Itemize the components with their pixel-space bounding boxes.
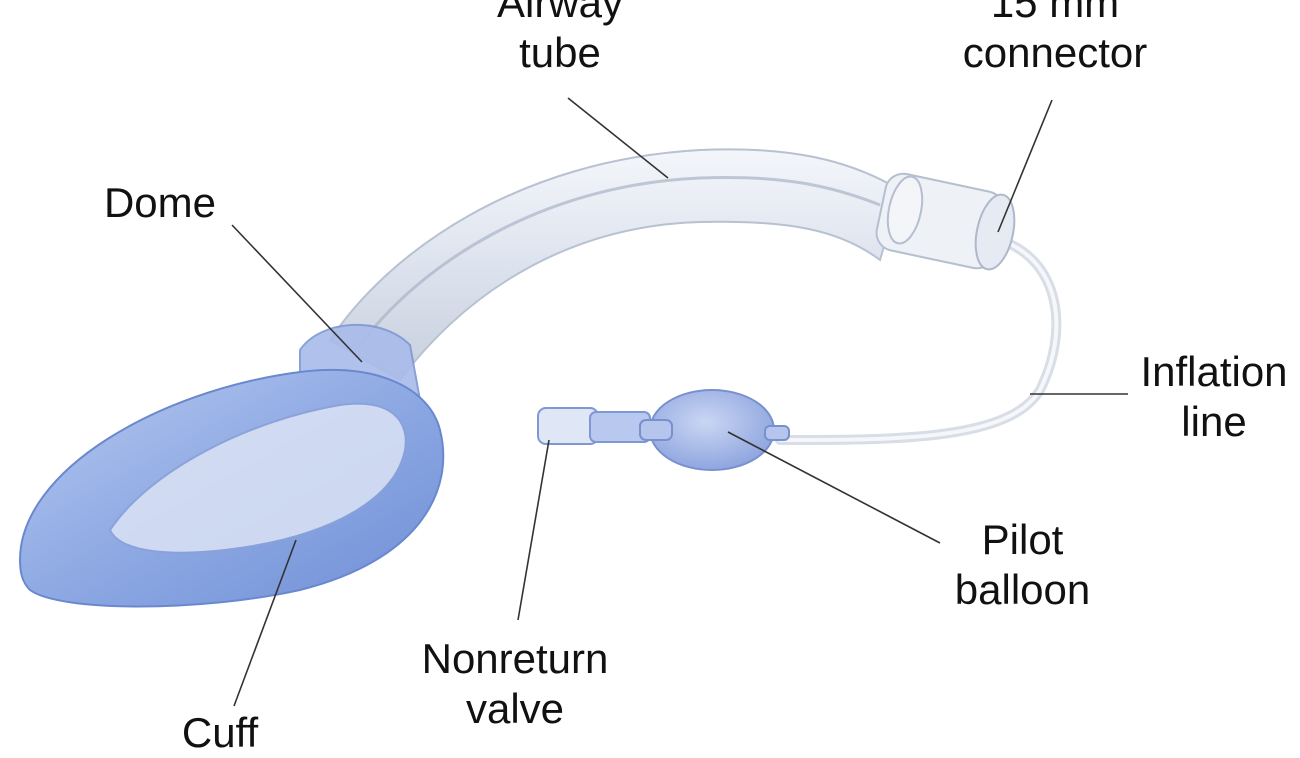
nonreturn-valve-shape xyxy=(537,407,651,445)
leader-line-dome xyxy=(231,224,363,363)
label-pilot-balloon: Pilot balloon xyxy=(940,515,1105,615)
airway-tube-stripe xyxy=(358,176,881,346)
label-airway-tube: Airway tube xyxy=(440,0,680,78)
cuff-inner-aperture xyxy=(108,402,407,554)
label-cuff-text: Cuff xyxy=(181,709,259,756)
label-pilot-balloon-line1: Pilot xyxy=(981,516,1064,563)
label-nonreturn-valve-line2: valve xyxy=(465,685,565,732)
label-connector-line2: connector xyxy=(962,29,1148,76)
label-inflation-line-line2: line xyxy=(1181,398,1247,445)
laryngeal-mask-airway-illustration xyxy=(18,97,1128,707)
label-connector: 15 mm connector xyxy=(930,0,1180,78)
label-airway-tube-line2: tube xyxy=(519,29,601,76)
label-nonreturn-valve: Nonreturn valve xyxy=(395,634,635,734)
label-inflation-line: Inflation line xyxy=(1130,347,1298,447)
label-pilot-balloon-line2: balloon xyxy=(954,566,1091,613)
label-dome: Dome xyxy=(90,178,230,228)
inflation-line-highlight xyxy=(778,238,1059,442)
inflation-line-tube xyxy=(775,235,1062,445)
label-connector-line1: 15 mm xyxy=(990,0,1120,26)
label-dome-text: Dome xyxy=(103,179,217,226)
leader-line-cuff xyxy=(233,539,297,707)
label-airway-tube-line1: Airway xyxy=(496,0,624,26)
pilot-balloon-tail xyxy=(764,425,790,441)
leader-line-pilot-balloon xyxy=(727,431,941,544)
label-inflation-line-line1: Inflation xyxy=(1140,348,1288,395)
label-nonreturn-valve-line1: Nonreturn xyxy=(421,635,609,682)
leader-line-nonreturn-valve xyxy=(517,439,550,621)
leader-line-airway-tube xyxy=(567,97,669,179)
connector-shape xyxy=(875,172,1016,271)
label-cuff: Cuff xyxy=(150,708,290,758)
pilot-balloon-neck xyxy=(639,419,673,441)
leader-line-connector xyxy=(997,99,1053,233)
